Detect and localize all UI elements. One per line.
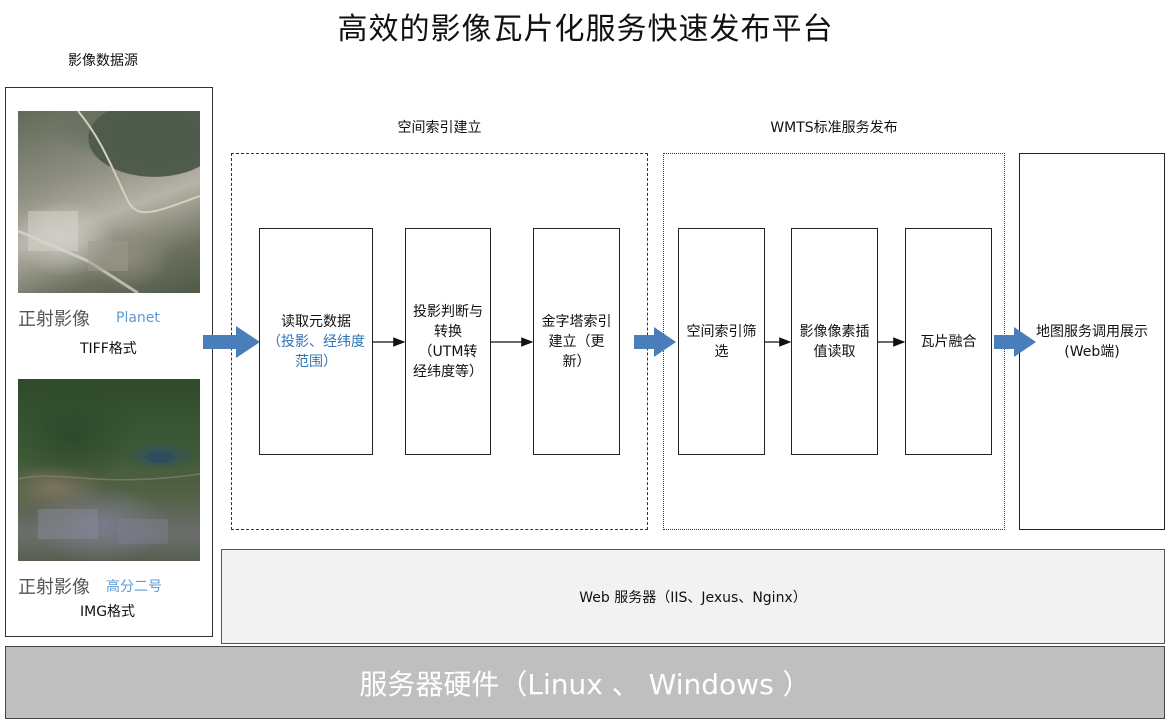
index-filter-text: 空间索引筛选 <box>686 323 757 360</box>
pixel-read-text: 影像像素插值读取 <box>799 323 870 360</box>
projection-step: 投影判断与转换（UTM转经纬度等） <box>405 228 491 455</box>
map-display-box: 地图服务调用展示 (Web端) <box>1019 153 1165 530</box>
source-heading: 影像数据源 <box>68 53 138 69</box>
read-metadata-step: 读取元数据 （投影、经纬度范围） <box>259 228 373 455</box>
read-metadata-text: 读取元数据 <box>281 313 351 330</box>
wmts-to-display-arrow <box>994 327 1036 357</box>
gf2-satellite-image <box>18 379 200 561</box>
map-display-subtext: (Web端) <box>1064 343 1120 360</box>
image2-label: 正射影像 <box>18 577 90 598</box>
index-to-wmts-arrow <box>634 327 676 357</box>
web-server-layer: Web 服务器（IIS、Jexus、Nginx） <box>221 549 1165 644</box>
image2-sensor: 高分二号 <box>106 579 162 595</box>
map-display-text: 地图服务调用展示 <box>1036 323 1148 340</box>
projection-text: 投影判断与转换（UTM转经纬度等） <box>413 303 483 380</box>
hardware-text: 服务器硬件（Linux 、 Windows ） <box>359 667 811 701</box>
planet-satellite-image <box>18 111 200 293</box>
web-server-text: Web 服务器（IIS、Jexus、Nginx） <box>579 589 807 606</box>
tile-merge-step: 瓦片融合 <box>905 228 992 455</box>
source-to-index-arrow <box>203 326 260 358</box>
pixel-read-step: 影像像素插值读取 <box>791 228 878 455</box>
image1-format: TIFF格式 <box>80 341 137 357</box>
tile-merge-text: 瓦片融合 <box>920 333 977 350</box>
index-filter-step: 空间索引筛选 <box>678 228 765 455</box>
wmts-group-label: WMTS标准服务发布 <box>770 120 898 136</box>
page-title: 高效的影像瓦片化服务快速发布平台 <box>337 12 834 47</box>
index-group-label: 空间索引建立 <box>397 120 482 136</box>
image1-label: 正射影像 <box>18 309 90 330</box>
pyramid-text: 金字塔索引建立（更新） <box>541 313 612 370</box>
pyramid-step: 金字塔索引建立（更新） <box>533 228 620 455</box>
hardware-layer: 服务器硬件（Linux 、 Windows ） <box>5 646 1165 719</box>
image2-format: IMG格式 <box>80 604 136 620</box>
image1-sensor: Planet <box>116 310 160 326</box>
read-metadata-note: （投影、经纬度范围） <box>267 333 365 370</box>
